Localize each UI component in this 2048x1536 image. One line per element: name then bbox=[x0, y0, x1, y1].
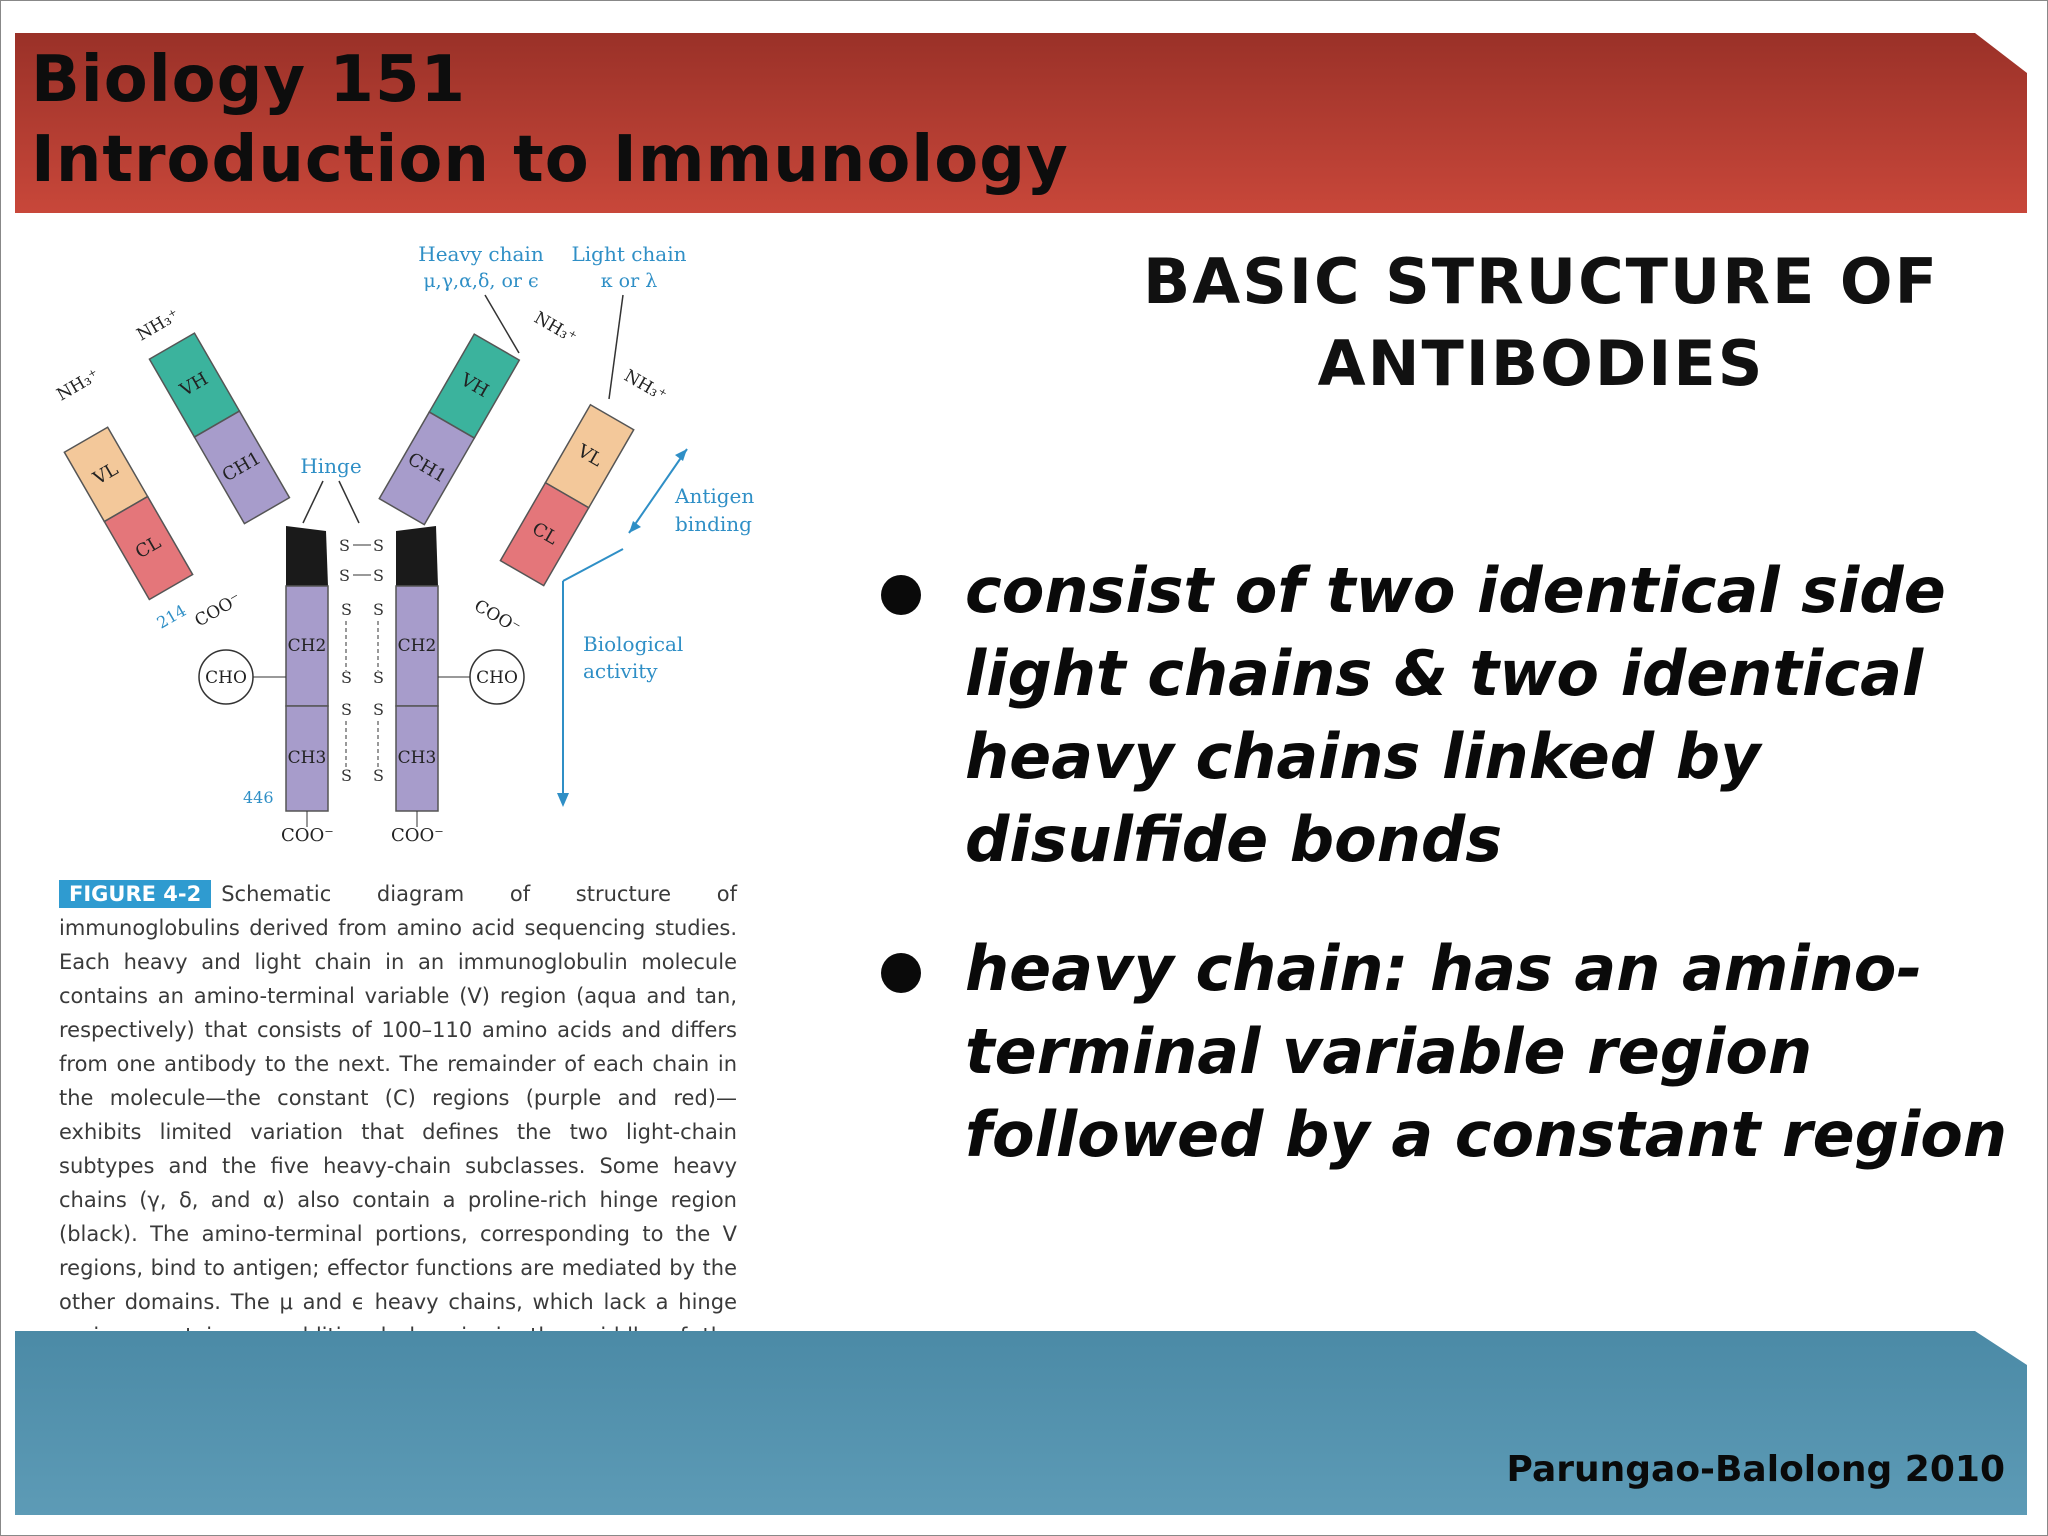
slide-heading: BASIC STRUCTURE OF ANTIBODIES bbox=[1143, 245, 1939, 400]
left-hinge bbox=[286, 526, 328, 586]
svg-text:CH2: CH2 bbox=[288, 636, 327, 656]
svg-text:S: S bbox=[373, 600, 384, 619]
svg-text:S: S bbox=[373, 668, 384, 687]
left-ch2-domain bbox=[285, 585, 329, 707]
svg-text:CHO: CHO bbox=[205, 668, 247, 688]
svg-text:S: S bbox=[339, 536, 350, 555]
left-heavy-arm: VH CH1 bbox=[148, 332, 291, 525]
hinge-label: Hinge bbox=[300, 454, 361, 478]
svg-text:S: S bbox=[341, 766, 352, 785]
ch1-domain bbox=[378, 411, 476, 526]
svg-text:CH3: CH3 bbox=[288, 748, 327, 768]
right-heavy-arm: VH CH1 bbox=[378, 333, 521, 526]
heavy-chain-label: Heavy chain bbox=[418, 242, 544, 266]
light-chain-label: Light chain bbox=[571, 242, 686, 266]
svg-text:S: S bbox=[341, 668, 352, 687]
svg-text:S: S bbox=[341, 700, 352, 719]
right-ch3-domain bbox=[395, 705, 439, 812]
heavy-chain-types: μ,γ,α,δ, or ϵ bbox=[423, 270, 538, 292]
cl-domain bbox=[499, 481, 590, 587]
left-ch3-domain bbox=[285, 705, 329, 812]
right-hinge bbox=[396, 526, 438, 586]
right-light-chain: VL CL bbox=[499, 403, 635, 587]
light-chain-types: κ or λ bbox=[601, 270, 658, 292]
svg-text:S: S bbox=[341, 600, 352, 619]
coo-label: COO⁻ bbox=[391, 825, 444, 846]
antigen-binding-label-2: binding bbox=[675, 512, 752, 536]
left-light-chain: VL CL bbox=[63, 426, 194, 601]
coo-label: COO⁻ bbox=[471, 596, 524, 638]
bullet-dot bbox=[881, 575, 921, 615]
svg-text:S: S bbox=[373, 700, 384, 719]
nh3-label: NH₃⁺ bbox=[134, 305, 183, 345]
caption-text: Schematic diagram of structure of immuno… bbox=[59, 882, 737, 1382]
author-credit: Parungao-Balolong 2010 bbox=[1506, 1449, 2005, 1490]
svg-text:S: S bbox=[339, 566, 350, 585]
nh3-label: NH₃⁺ bbox=[531, 308, 580, 348]
course-title: Introduction to Immunology bbox=[31, 123, 1069, 197]
antigen-binding-label-1: Antigen bbox=[674, 484, 754, 508]
cl-domain bbox=[103, 495, 194, 601]
bullet-text: heavy chain: has an amino-terminal varia… bbox=[965, 932, 2007, 1171]
biological-activity-label-2: activity bbox=[583, 659, 658, 683]
svg-text:S: S bbox=[373, 536, 384, 555]
right-ch2-domain bbox=[395, 585, 439, 707]
figure-label: FIGURE 4-2 bbox=[59, 880, 212, 908]
bullet-dot bbox=[881, 953, 921, 993]
course-number: Biology 151 bbox=[31, 43, 466, 117]
antibody-diagram: Heavy chain μ,γ,α,δ, or ϵ Light chain κ … bbox=[54, 242, 755, 846]
footer-band bbox=[15, 1331, 2027, 1515]
svg-text:CH2: CH2 bbox=[398, 636, 437, 656]
coo-label: COO⁻ bbox=[281, 825, 334, 846]
coo-label: COO⁻ bbox=[192, 589, 245, 631]
svg-text:S: S bbox=[373, 766, 384, 785]
svg-text:CHO: CHO bbox=[476, 668, 518, 688]
nh3-label: NH₃⁺ bbox=[54, 365, 103, 405]
biological-activity-label-1: Biological bbox=[583, 632, 683, 656]
bullet-text: consist of two identical side light chai… bbox=[965, 554, 1946, 876]
ch1-domain bbox=[193, 410, 291, 525]
header-band bbox=[15, 33, 2027, 213]
residue-214: 214 bbox=[154, 601, 190, 633]
annotations: Heavy chain μ,γ,α,δ, or ϵ Light chain κ … bbox=[300, 242, 754, 807]
disulfide-bonds: S S S S S S S S S S S S bbox=[339, 536, 384, 785]
nh3-label: NH₃⁺ bbox=[621, 366, 670, 406]
residue-446: 446 bbox=[243, 788, 274, 807]
svg-text:CH3: CH3 bbox=[398, 748, 437, 768]
svg-text:S: S bbox=[373, 566, 384, 585]
